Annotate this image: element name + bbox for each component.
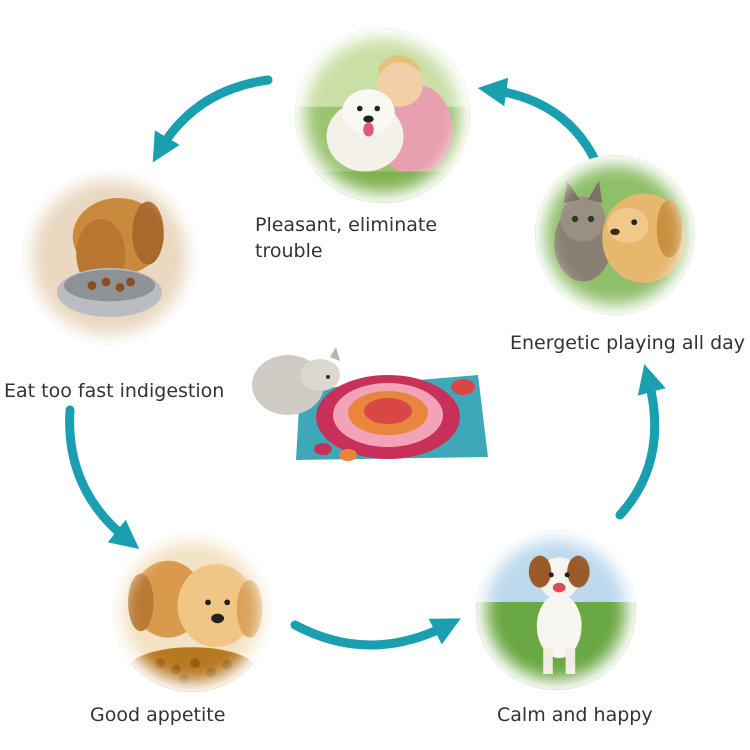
label-pleasant-line1: Pleasant, eliminate: [255, 214, 438, 236]
photo-dog-eating-from-bowl: [22, 170, 197, 345]
label-appetite: Good appetite: [90, 704, 226, 726]
label-pleasant: Pleasant, eliminate trouble: [255, 212, 437, 264]
label-pleasant-line2: trouble: [255, 240, 323, 262]
photo-kitten-and-puppy: [535, 155, 695, 315]
photo-cat-on-snuffle-mat: [248, 345, 493, 470]
label-energetic: Energetic playing all day: [510, 332, 746, 354]
arrow-left: [65, 405, 140, 549]
label-calm: Calm and happy: [497, 704, 653, 726]
photo-running-puppy: [476, 530, 636, 690]
photo-puppies-eating-kibble: [112, 532, 272, 692]
arrow-right: [615, 364, 666, 520]
photo-girl-hugging-dog: [295, 28, 470, 203]
label-eat-too-fast: Eat too fast indigestion: [4, 380, 225, 402]
arrow-bottom: [290, 618, 461, 650]
arrow-top-right: [477, 77, 600, 165]
arrow-top-left: [152, 75, 273, 163]
